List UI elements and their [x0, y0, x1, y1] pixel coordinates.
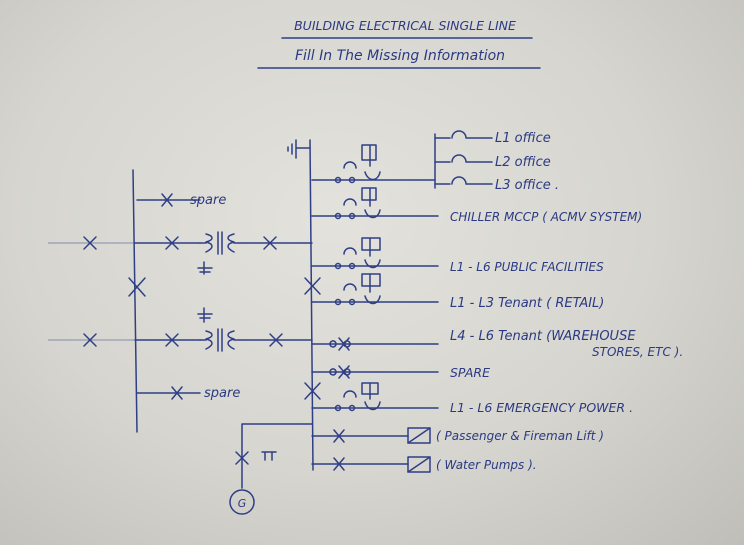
load-l1-office: L1 office: [495, 131, 551, 146]
transformer-1: [197, 231, 313, 275]
load-retail: L1 - L3 Tenant ( RETAIL): [450, 296, 604, 311]
feeder-retail: [311, 273, 439, 306]
incoming-breaker-2: [83, 333, 97, 347]
feeder-public-facilities: [311, 237, 439, 270]
generator-icon: [229, 489, 255, 515]
hv-bus-coupler: [128, 277, 146, 297]
load-pumps: ( Water Pumps ).: [436, 458, 537, 472]
transformer-2: [197, 307, 313, 352]
feeder-chiller: [311, 187, 439, 220]
feeder-lift: [311, 427, 431, 444]
lv-busbar: [309, 139, 314, 471]
load-chiller: CHILLER MCCP ( ACMV SYSTEM): [450, 210, 642, 224]
feeder-offices: [311, 130, 493, 189]
load-spare: SPARE: [450, 365, 490, 380]
earth-symbol: [287, 139, 311, 159]
spare-breaker-bottom: [171, 386, 183, 400]
incoming-breaker-1: [83, 236, 97, 250]
feeder-spare: [311, 365, 439, 379]
diagram-subtitle: Fill In The Missing Information: [295, 48, 505, 64]
load-l2-office: L2 office: [495, 155, 551, 170]
feeder-emergency: [311, 382, 439, 412]
load-public-facilities: L1 - L6 PUBLIC FACILITIES: [450, 260, 604, 274]
spare-breaker-top: [161, 193, 173, 207]
load-lift: ( Passenger & Fireman Lift ): [436, 429, 604, 443]
diagram-title: BUILDING ELECTRICAL SINGLE LINE: [294, 18, 516, 33]
lv-bus-coupler-1: [304, 277, 321, 295]
transformer-breaker-1: [165, 236, 179, 250]
spare-label-bottom: spare: [204, 386, 240, 401]
load-warehouse: L4 - L6 Tenant (WAREHOUSE: [450, 329, 636, 344]
feeder-warehouse: [311, 337, 439, 351]
transformer-breaker-2: [165, 333, 179, 347]
generator-feeder: [235, 423, 313, 489]
load-warehouse-cont: STORES, ETC ).: [592, 345, 683, 359]
load-emergency: L1 - L6 EMERGENCY POWER .: [450, 400, 633, 415]
generator-label: G: [238, 497, 247, 510]
spare-label-top: spare: [190, 193, 226, 208]
lv-bus-coupler-2: [304, 382, 321, 400]
hv-busbar: [132, 169, 138, 433]
feeder-pumps: [311, 456, 431, 473]
load-l3-office: L3 office .: [495, 178, 559, 193]
